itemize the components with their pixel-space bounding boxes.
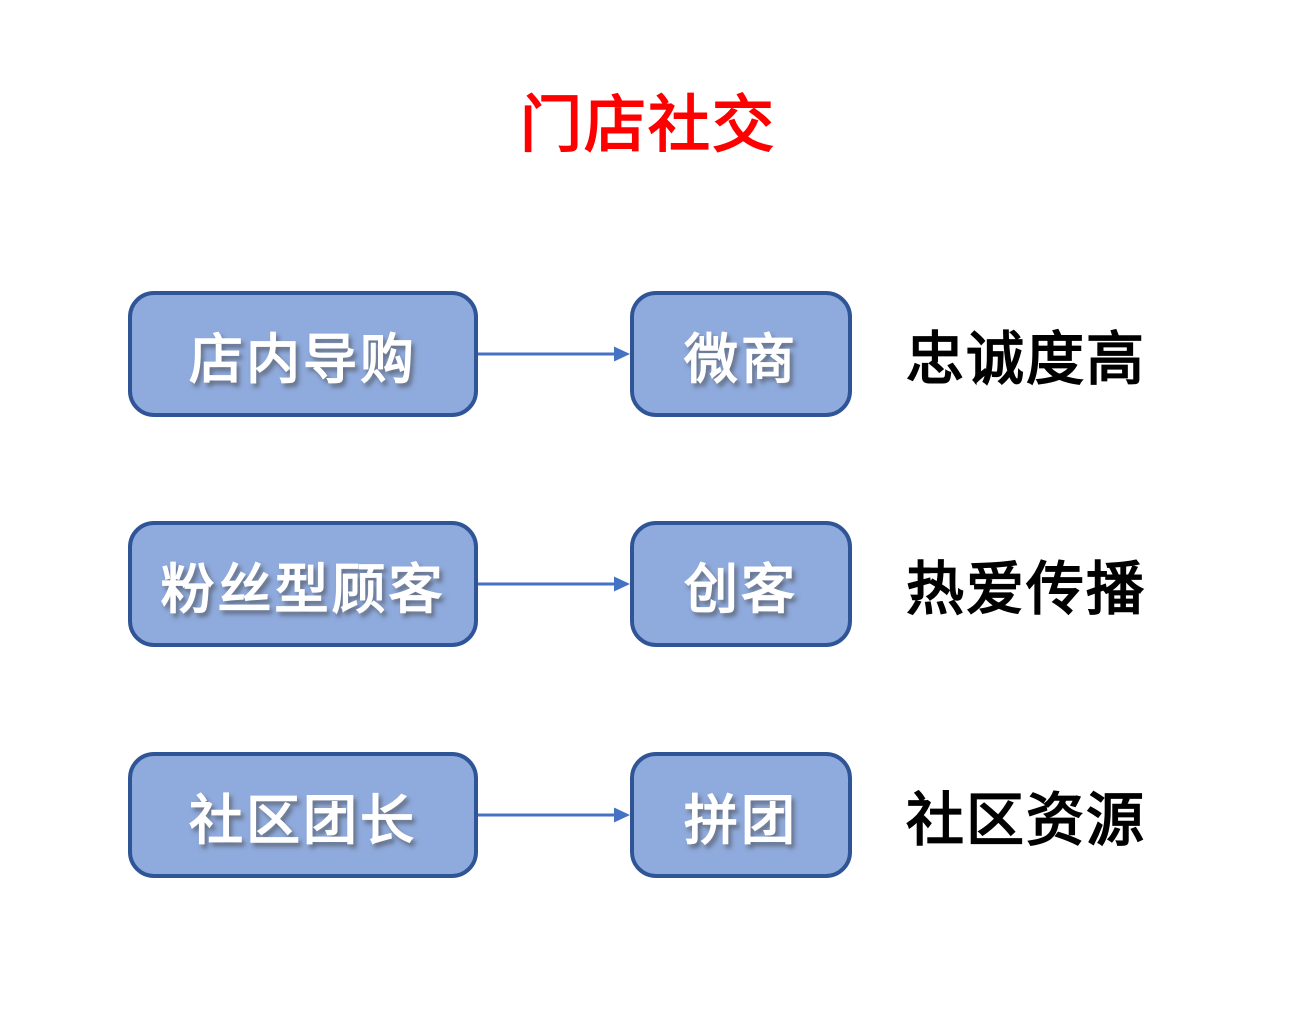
note-label: 忠诚度高 [906,327,1147,392]
target-box-label: 微商 [684,329,798,390]
diagram-row: 粉丝型顾客 创客 热爱传播 [0,521,1296,647]
target-box: 微商 [630,291,852,417]
diagram-row: 店内导购 微商 忠诚度高 [0,291,1296,417]
diagram-title: 门店社交 [519,91,776,160]
diagram-row: 社区团长 拼团 社区资源 [0,752,1296,878]
source-box: 店内导购 [128,291,478,417]
source-box: 粉丝型顾客 [128,521,478,647]
target-box-label: 创客 [684,559,798,620]
target-box-label: 拼团 [684,790,798,851]
source-box-label: 店内导购 [189,329,417,390]
right-arrow-icon [478,346,630,362]
target-box: 拼团 [630,752,852,878]
note-label: 社区资源 [906,788,1147,853]
target-box: 创客 [630,521,852,647]
source-box-label: 粉丝型顾客 [160,559,446,620]
source-box-label: 社区团长 [189,790,417,851]
source-box: 社区团长 [128,752,478,878]
note-label: 热爱传播 [906,557,1147,622]
right-arrow-icon [478,576,630,592]
right-arrow-icon [478,807,630,823]
